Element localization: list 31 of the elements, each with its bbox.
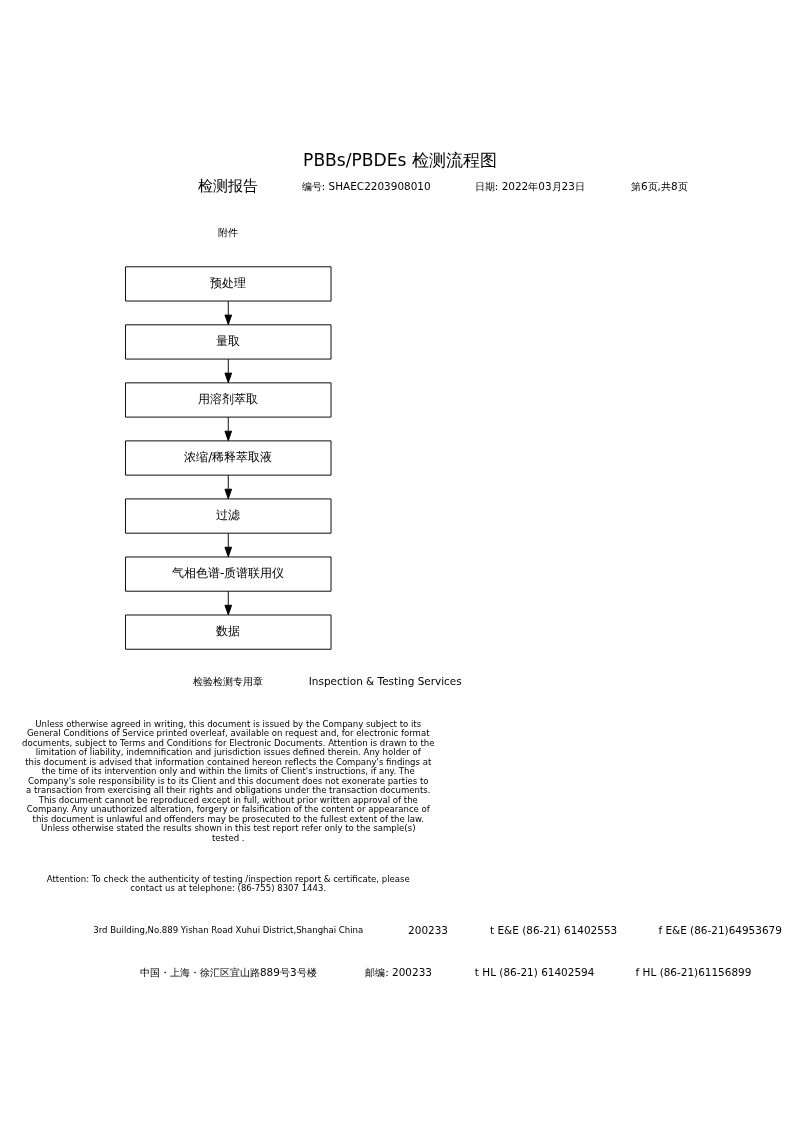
node-box: 过滤 bbox=[125, 497, 332, 534]
label: t E&E (86-21) 61402553 bbox=[490, 923, 618, 936]
label: 3rd Building,No.889 Yishan Road Xuhui District,Shanghai China bbox=[93, 924, 364, 935]
node-box: 浓缩/稀释萃取液 bbox=[125, 439, 332, 476]
label: Inspection & Testing Services bbox=[308, 674, 462, 687]
label: 编号: SHAEC2203908010 bbox=[301, 179, 431, 192]
label: 邮编: 200233 bbox=[365, 965, 432, 978]
node-box: 数据 bbox=[125, 614, 332, 650]
label: 中国・上海・徐汇区宜山路889号3号楼 bbox=[139, 965, 317, 978]
label: 日期: 2022年03月23日 bbox=[474, 179, 585, 192]
node-box: 预处理 bbox=[125, 265, 332, 301]
arrow bbox=[224, 532, 233, 557]
label: Unless otherwise agreed in writing, this document is issued by the Company subject to its General Conditions of Service printed overleaf, available on request and, for electronic format documents, subject to Terms and Conditions for Electronic Documents. Attention is drawn to the limitation of liability, indemnification and jurisdiction issues defined therein. Any holder of this document is advised that information contained hereon reflects the Company's findings at the time of its intervention only and within the limits of Client's instructions, if any. The Company's sole responsibility is to its Client and this document does not exonerate parties to a transaction from exercising all their rights and obligations under the transaction documents. This document cannot be reproduced except in full, without prior written approval of the Company. Any unauthorized alteration, forgery or falsification of the content or appearance of this document is unlawful and offenders may be prosecuted to the fullest extent of the law. Unless otherwise stated the results shown in this test report refer only to the sample(s) tested . bbox=[22, 718, 435, 843]
label: f E&E (86-21)64953679 bbox=[658, 923, 782, 936]
label: t HL (86-21) 61402594 bbox=[474, 965, 595, 978]
arrow bbox=[224, 590, 233, 615]
arrow bbox=[224, 416, 233, 441]
label: f HL (86-21)61156899 bbox=[635, 965, 752, 978]
label: 附件 bbox=[218, 225, 239, 238]
arrow bbox=[224, 474, 233, 499]
node-box: 气相色谱-质谱联用仪 bbox=[125, 556, 332, 592]
node-box: 用溶剂萃取 bbox=[125, 381, 332, 418]
label: 检验检测专用章 bbox=[193, 674, 264, 687]
diagram-title: PBBs/PBDEs 检测流程图 bbox=[303, 149, 497, 170]
label: Attention: To check the authenticity of testing /inspection report & certificate, please contact us at telephone: (86-755) 8307 1443. bbox=[46, 873, 410, 893]
node-box: 量取 bbox=[125, 323, 332, 360]
arrow bbox=[224, 300, 233, 325]
arrow bbox=[224, 358, 233, 383]
label: 检测报告 bbox=[198, 176, 259, 195]
label: 第6页,共8页 bbox=[630, 179, 688, 192]
label: 200233 bbox=[408, 923, 449, 936]
